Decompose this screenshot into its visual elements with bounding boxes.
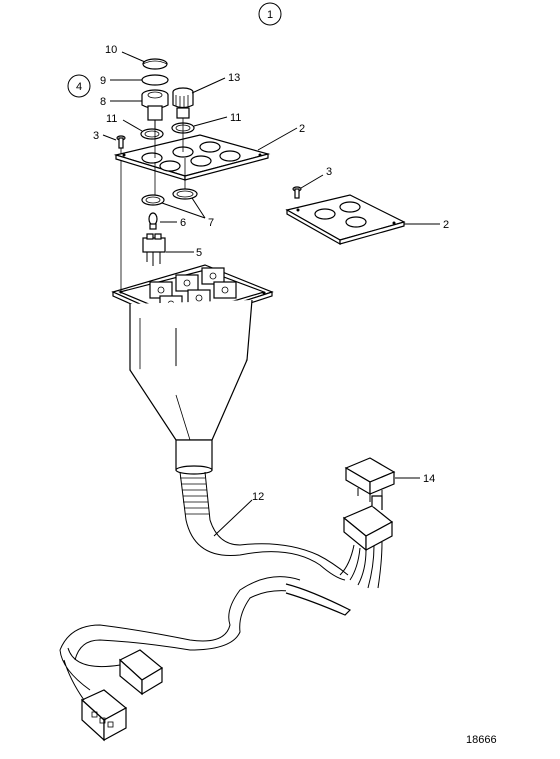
callout-1-text: 1: [267, 9, 273, 21]
callout-12: 12: [252, 491, 264, 503]
callout-6: 6: [180, 217, 186, 229]
cable-harness: [59, 471, 394, 742]
leader-7a: [161, 202, 206, 219]
callout-4-text: 4: [76, 81, 82, 93]
leader-11b: [193, 116, 228, 127]
leader-3a: [102, 134, 117, 141]
figure-number: 18666: [466, 734, 497, 746]
callout-3b: 3: [326, 166, 332, 178]
part-7-rings: [141, 188, 198, 206]
instrument-housing: [111, 264, 274, 475]
part-6-bulb: [148, 212, 158, 230]
part-11-orings: [140, 122, 195, 140]
part-13-switch: [172, 87, 194, 119]
part-9-washer: [141, 74, 169, 86]
part-8-lamp-housing: [141, 89, 169, 130]
part-3-screw-right: [292, 186, 302, 199]
callout-7: 7: [208, 217, 214, 229]
leader-3b: [300, 174, 324, 189]
leader-7b: [191, 197, 206, 219]
callout-13: 13: [228, 72, 240, 84]
callout-8: 8: [100, 96, 106, 108]
callout-3a: 3: [93, 130, 99, 142]
leader-11a: [122, 119, 143, 132]
callout-4: 4: [67, 74, 91, 98]
connector-lower-b: [80, 689, 128, 742]
part-2-panel-plate-small: [285, 194, 406, 246]
callout-9: 9: [100, 75, 106, 87]
part-2-panel-plate-large: [113, 134, 271, 181]
leader-10: [121, 51, 146, 63]
callout-10: 10: [105, 44, 117, 56]
connector-upper-right: [339, 495, 394, 589]
leader-13: [191, 77, 226, 94]
callout-1: 1: [258, 2, 282, 26]
connector-lower-a: [118, 649, 164, 696]
part-14-relay: [344, 457, 396, 502]
callout-2a: 2: [299, 123, 305, 135]
part-10-cap: [142, 58, 168, 70]
callout-5: 5: [196, 247, 202, 259]
leader-2a: [257, 127, 298, 151]
callout-11a: 11: [106, 113, 117, 125]
callout-11b: 11: [230, 112, 241, 124]
callout-2b: 2: [443, 219, 449, 231]
callout-14: 14: [423, 473, 435, 485]
leader-12: [213, 499, 253, 537]
part-3-screw-left: [116, 135, 126, 295]
part-5-socket: [142, 233, 166, 266]
